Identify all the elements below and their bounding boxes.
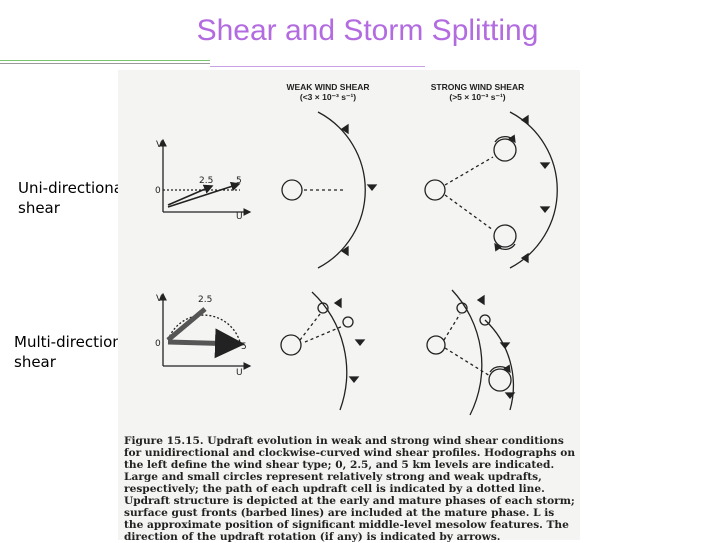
strong-shear-title: STRONG WIND SHEAR — [430, 82, 525, 92]
multi-level-5: 5 — [241, 342, 247, 352]
multi-hodograph — [159, 292, 252, 370]
weak-shear-header: WEAK WIND SHEAR (<3 × 10⁻³ s⁻¹) — [268, 82, 388, 102]
multi-shear-segment-lower — [166, 307, 207, 342]
uni-shear-vector-2-5 — [167, 184, 214, 206]
title-divider-green — [0, 60, 210, 61]
uni-level-2-5: 2.5 — [199, 176, 213, 186]
weak-multi-small-updraft-2 — [342, 316, 354, 328]
strong-multi-left-updraft — [426, 335, 446, 355]
uni-u-label: U — [236, 212, 243, 222]
uni-origin-label: 0 — [155, 186, 161, 196]
slide-title: Shear and Storm Splitting — [196, 14, 539, 47]
caption-body: Updraft evolution in weak and strong win… — [124, 435, 576, 543]
title-divider-purple — [210, 66, 425, 67]
strong-shear-header: STRONG WIND SHEAR (>5 × 10⁻³ s⁻¹) — [415, 82, 540, 102]
multi-level-2-5: 2.5 — [198, 295, 212, 305]
strong-multi-small-updraft-2 — [479, 314, 491, 326]
multi-directional-label: Multi-directional shear — [14, 333, 136, 371]
figure-scan — [118, 70, 580, 540]
uni-shear-vector-5 — [167, 181, 241, 208]
strong-uni-initial-updraft — [424, 179, 446, 201]
weak-shear-title: WEAK WIND SHEAR — [286, 82, 370, 92]
multi-shear-segment-upper — [167, 328, 245, 359]
uni-directional-label: Uni-directional shear — [18, 179, 128, 217]
strong-multi-gust-front-2 — [484, 319, 514, 411]
strong-uni-gust-front — [509, 111, 558, 269]
uni-v-label: V — [156, 140, 163, 150]
title-divider-gray — [0, 63, 210, 64]
weak-multi-strong-updraft — [280, 334, 302, 356]
uni-hodograph — [159, 138, 252, 216]
multi-origin-label: 0 — [155, 339, 161, 349]
multi-u-label: U — [236, 368, 243, 378]
weak-shear-range: (<3 × 10⁻³ s⁻¹) — [299, 92, 357, 102]
uni-level-5: 5 — [236, 176, 242, 186]
strong-multi-gust-front-1 — [451, 289, 483, 416]
strong-uni-right-mover — [493, 138, 517, 162]
caption-figure-number: Figure 15.15. — [124, 435, 204, 447]
strong-shear-range: (>5 × 10⁻³ s⁻¹) — [449, 92, 506, 102]
weak-multi-gust-front — [311, 291, 348, 411]
strong-uni-left-mover — [493, 224, 517, 248]
weak-uni-gust-front — [317, 111, 366, 269]
figure-caption: Figure 15.15. Updraft evolution in weak … — [124, 435, 576, 543]
weak-uni-strong-updraft — [281, 179, 303, 201]
multi-v-label: V — [156, 294, 163, 304]
strong-multi-right-mover — [488, 368, 512, 392]
